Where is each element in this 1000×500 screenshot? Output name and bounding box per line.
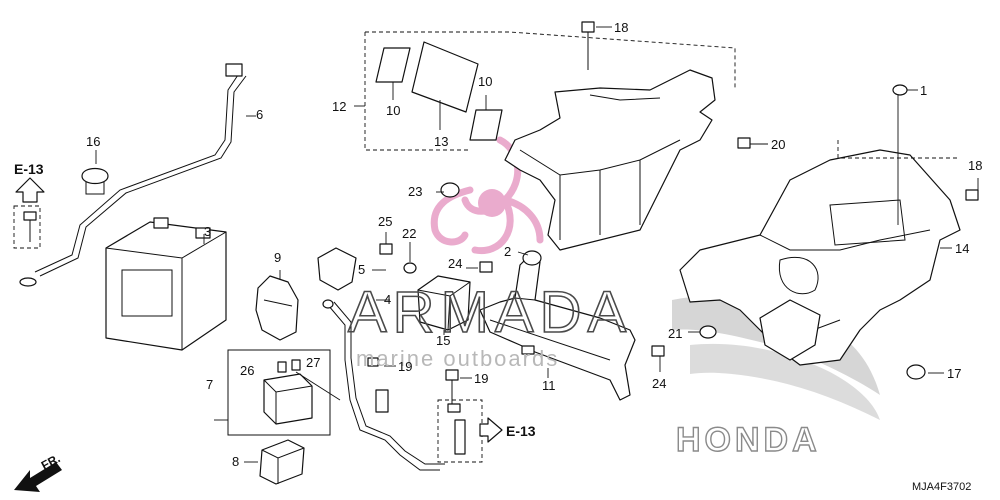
diagram-code: MJA4F3702 (912, 481, 971, 493)
callout-24: 24 (448, 256, 462, 271)
relay-group-7 (227, 349, 341, 436)
watermark-brand: ARMADA (348, 280, 632, 345)
clamp-16 (81, 167, 109, 195)
callout-2: 2 (504, 244, 511, 259)
bolt-left (13, 205, 41, 249)
callout-1: 1 (920, 83, 927, 98)
terminal-cover-5 (317, 247, 357, 291)
callout-14: 14 (955, 241, 969, 256)
callout-9: 9 (274, 250, 281, 265)
callout-11: 11 (542, 378, 556, 393)
callout-10: 10 (386, 103, 400, 118)
front-direction-arrow (14, 462, 62, 492)
callout-16: 16 (86, 134, 100, 149)
part-12-document-kit (354, 31, 736, 151)
terminal-cover-9 (255, 275, 299, 341)
battery (105, 217, 227, 351)
callout-15: 15 (436, 333, 450, 348)
leader-lines (95, 26, 979, 463)
ref-label-top-left: E-13 (14, 161, 44, 177)
battery-bracket (479, 254, 636, 401)
callout-26: 26 (240, 363, 254, 378)
callout-10: 10 (478, 74, 492, 89)
callout-5: 5 (358, 262, 365, 277)
callout-labels: 18 1 20 18 14 17 21 24 11 24 2 23 22 25 … (86, 20, 982, 469)
bracket-15 (417, 275, 471, 331)
callout-19: 19 (398, 359, 412, 374)
ref-arrow-right (479, 417, 503, 443)
callout-8: 8 (232, 454, 239, 469)
ref-arrow-up (15, 177, 45, 203)
callout-27: 27 (306, 355, 320, 370)
callout-3: 3 (204, 224, 211, 239)
callout-23: 23 (408, 184, 422, 199)
callout-18: 18 (968, 158, 982, 173)
callout-7: 7 (206, 377, 213, 392)
honda-logo-text: HONDA (676, 421, 821, 459)
callout-22: 22 (402, 226, 416, 241)
callout-18: 18 (614, 20, 628, 35)
relay-8 (259, 439, 305, 485)
callout-4: 4 (384, 292, 391, 307)
callout-13: 13 (434, 134, 448, 149)
battery-tray (504, 69, 716, 251)
battery-cable-6 (19, 63, 247, 287)
callout-21: 21 (668, 326, 682, 341)
callout-20: 20 (771, 137, 785, 152)
callout-6: 6 (256, 107, 263, 122)
watermark-tagline: marine outboards (356, 346, 559, 371)
fuse-holder (437, 369, 483, 463)
callout-24: 24 (652, 376, 666, 391)
callout-17: 17 (947, 366, 961, 381)
callout-12: 12 (332, 99, 346, 114)
rear-box (679, 95, 961, 366)
cable-4 (322, 299, 445, 471)
callout-25: 25 (378, 214, 392, 229)
ref-label-bottom: E-13 (506, 423, 536, 439)
callout-19: 19 (474, 371, 488, 386)
